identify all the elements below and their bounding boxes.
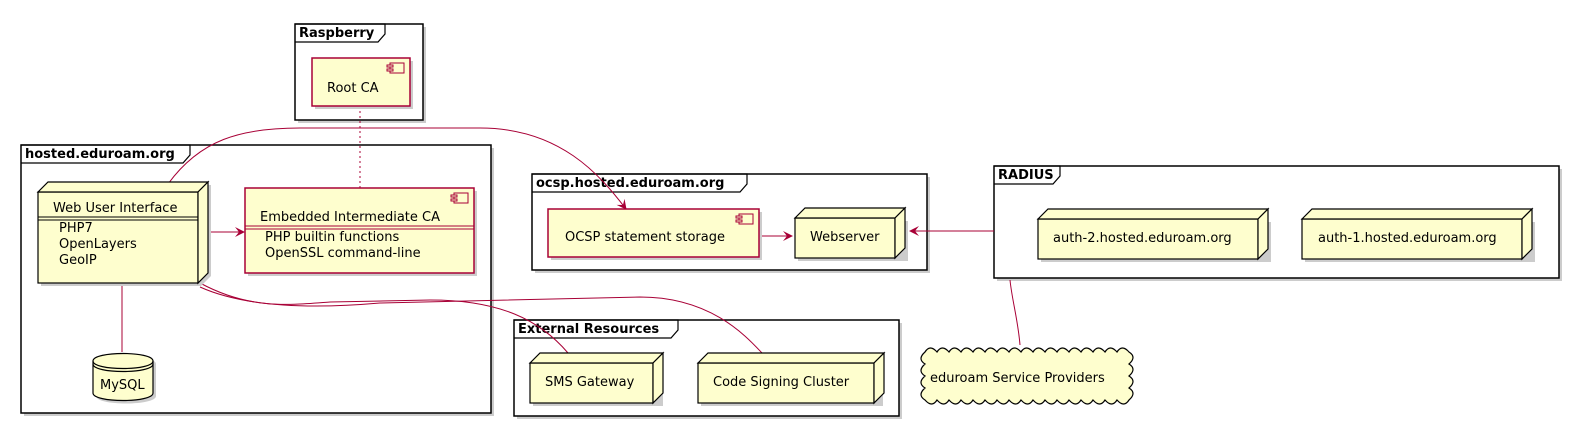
frame-title-radius: RADIUS	[998, 168, 1054, 183]
node-web-user-interface[interactable]: Web User Interface PHP7 OpenLayers GeoIP	[36, 180, 211, 286]
node-webserver[interactable]: Webserver	[793, 206, 908, 261]
sms-gateway-label: SMS Gateway	[545, 375, 635, 390]
node-code-signing[interactable]: Code Signing Cluster	[696, 351, 886, 406]
edge-radius-providers	[1009, 279, 1021, 346]
root-ca-label: Root CA	[327, 81, 379, 96]
component-icon	[389, 62, 405, 74]
intermediate-ca-title: Embedded Intermediate CA	[260, 210, 440, 225]
frame-title-raspberry: Raspberry	[299, 26, 375, 41]
ocsp-storage-label: OCSP statement storage	[565, 230, 725, 245]
intermediate-ca-line: PHP builtin functions	[265, 230, 399, 245]
edge-webui-ocsp	[167, 127, 627, 210]
webserver-label: Webserver	[810, 230, 880, 245]
frame-title-external: External Resources	[518, 322, 659, 337]
node-auth1[interactable]: auth-1.hosted.eduroam.org	[1300, 207, 1535, 262]
component-ocsp-storage[interactable]: OCSP statement storage	[547, 208, 762, 260]
auth1-label: auth-1.hosted.eduroam.org	[1318, 231, 1497, 246]
auth2-label: auth-2.hosted.eduroam.org	[1053, 231, 1232, 246]
component-icon	[738, 213, 754, 225]
cloud-service-providers[interactable]: eduroam Service Providers	[920, 347, 1134, 405]
intermediate-ca-line: OpenSSL command-line	[265, 246, 421, 261]
service-providers-label: eduroam Service Providers	[930, 371, 1105, 386]
database-mysql[interactable]: MySQL	[92, 352, 156, 404]
web-ui-title: Web User Interface	[53, 201, 177, 216]
code-signing-label: Code Signing Cluster	[713, 375, 850, 390]
node-sms-gateway[interactable]: SMS Gateway	[528, 351, 665, 406]
mysql-label: MySQL	[100, 378, 145, 393]
component-intermediate-ca[interactable]: Embedded Intermediate CA PHP builtin fun…	[244, 187, 477, 276]
component-root-ca[interactable]: Root CA	[311, 57, 413, 109]
edge-webui-codesigning	[199, 286, 763, 354]
web-ui-line: PHP7	[59, 221, 93, 236]
edges	[121, 106, 1021, 354]
node-auth2[interactable]: auth-2.hosted.eduroam.org	[1036, 207, 1271, 262]
component-icon	[453, 192, 469, 204]
web-ui-line: OpenLayers	[59, 237, 137, 252]
frame-title-ocsp: ocsp.hosted.eduroam.org	[536, 176, 724, 191]
frame-title-hosted: hosted.eduroam.org	[25, 147, 175, 162]
web-ui-line: GeoIP	[59, 253, 97, 268]
